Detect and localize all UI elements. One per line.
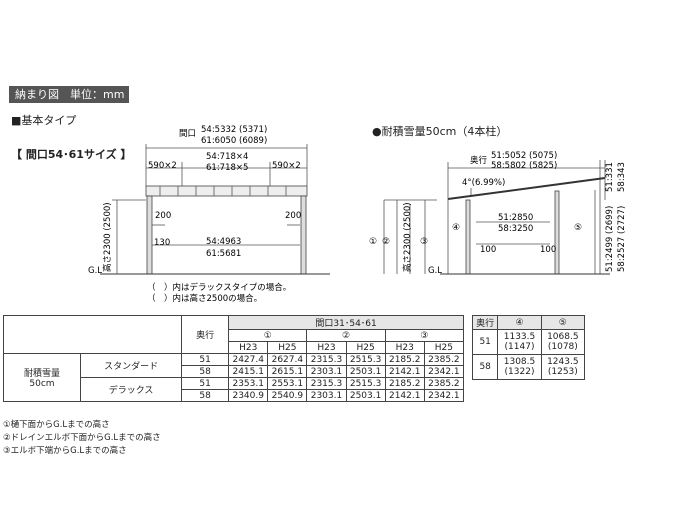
note-deluxe: （ ）内はデラックスタイプの場合。 (147, 282, 291, 293)
table-cell: 2142.1 (384, 389, 425, 402)
table-cell: 2553.1 (267, 377, 308, 390)
frontage-label: 間口 (179, 129, 196, 139)
side-span-right: 590×2 (272, 161, 301, 171)
table-cell: 2385.2 (423, 353, 465, 366)
frontage-54: 54:5332 (5371) (201, 125, 267, 135)
frontage-61: 61:6050 (6089) (201, 136, 267, 146)
depth-label: 奥行 (470, 155, 488, 166)
right-top-58: 58:343 (617, 162, 627, 192)
depth-cell: 51 (181, 353, 230, 366)
type-deluxe: デラックス (79, 377, 183, 402)
table-cell: 2615.1 (267, 365, 308, 378)
subhead: H23 (228, 341, 269, 354)
ground-label-front: G.L (88, 266, 102, 276)
table-cell: 2303.1 (306, 365, 347, 378)
table-cell: 2427.4 (228, 353, 269, 366)
table-cell: 2503.1 (345, 365, 386, 378)
side-depth: 51 (471, 329, 499, 355)
mid-span-54: 54:718×4 (206, 152, 248, 162)
table-cell: 2540.9 (267, 389, 308, 402)
depth-58: 58:5802 (5825) (491, 161, 557, 171)
table-cell: 2315.3 (306, 377, 347, 390)
table-cell: 2342.1 (423, 365, 465, 378)
table-cell: 2340.9 (228, 389, 269, 402)
side-depth: 58 (471, 354, 499, 380)
snow-load-title: ●耐積雪量50cm（4本柱） (372, 125, 508, 138)
subhead: H25 (345, 341, 386, 354)
post-span-61: 61:5681 (206, 249, 241, 259)
side-cell: 1243.5(1253) (540, 354, 586, 380)
side-span-left: 590×2 (148, 161, 177, 171)
dimension-table: 奥行 間口31･54･61 ① ② ③ H23 H25 H23 H25 H23 … (2, 315, 465, 402)
group-3: ③ (384, 329, 465, 342)
side-header-4: ④ (497, 315, 542, 330)
subhead: H23 (306, 341, 347, 354)
header-depth: 奥行 (181, 315, 230, 354)
size-title: 【 間口54･61サイズ 】 (11, 148, 132, 161)
group-2: ② (306, 329, 386, 342)
side-cell: 1133.5(1147) (497, 329, 542, 355)
right-height-51: 51:2499 (2699) (605, 206, 615, 272)
footnote-1: ①樋下面からG.Lまでの高さ (3, 420, 110, 430)
side-header-5: ⑤ (540, 315, 586, 330)
side-cell: 1308.5(1322) (497, 354, 542, 380)
note-height-2500: （ ）内は高さ2500の場合。 (147, 293, 262, 304)
mid-span-61: 61:718×5 (206, 163, 248, 173)
post-span-54: 54:4963 (206, 237, 241, 247)
table-cell: 2185.2 (384, 353, 425, 366)
basic-type-title: ■基本タイプ (11, 114, 77, 127)
right-height-58: 58:2527 (2727) (617, 206, 627, 272)
height-side: 高さ2300 (2500) (402, 202, 413, 272)
table-cell: 2353.1 (228, 377, 269, 390)
type-standard: スタンダード (79, 353, 183, 378)
table-cell: 2515.3 (345, 377, 386, 390)
depth-cell: 58 (181, 365, 230, 378)
gap-200-left: 200 (155, 211, 171, 221)
dim-marker-5: ⑤ (574, 223, 582, 233)
table-cell: 2142.1 (384, 365, 425, 378)
table-cell: 2503.1 (345, 389, 386, 402)
dim-marker-1: ① (369, 237, 377, 247)
table-cell: 2515.3 (345, 353, 386, 366)
drawing: 間口 54:5332 (5371) 61:6050 (6089) 590×2 5… (88, 125, 627, 304)
table-cell: 2303.1 (306, 389, 347, 402)
table-cell: 2342.1 (423, 389, 465, 402)
depth-cell: 51 (181, 377, 230, 390)
gap-200-right: 200 (285, 211, 301, 221)
dim-marker-3: ③ (420, 237, 428, 247)
gap-100-left: 100 (480, 245, 496, 255)
dim-marker-4: ④ (452, 223, 460, 233)
depth-51: 51:5052 (5075) (491, 151, 557, 161)
slope-angle: 4°(6.99%) (462, 178, 505, 188)
group-1: ① (228, 329, 308, 342)
header-frontage: 間口31･54･61 (228, 315, 464, 330)
subhead: H25 (267, 341, 308, 354)
side-header-depth: 奥行 (471, 315, 499, 330)
gap-130: 130 (154, 238, 170, 248)
subhead: H23 (384, 341, 425, 354)
footnote-2: ②ドレインエルボ下面からG.Lまでの高さ (3, 433, 161, 443)
depth-cell: 58 (181, 389, 230, 402)
side-dimension-table: 奥行 ④ ⑤ 51 1133.5(1147) 1068.5(1078) 58 1… (471, 315, 586, 380)
table-cell: 2385.2 (423, 377, 465, 390)
footnote-3: ③エルボ下端からG.Lまでの高さ (3, 446, 127, 456)
inner-span-51: 51:2850 (498, 213, 533, 223)
right-top-51: 51:331 (605, 162, 615, 192)
gap-100-right: 100 (540, 245, 556, 255)
section-header: 納まり図 単位：mm (9, 86, 129, 103)
ground-label-side: G.L (428, 266, 442, 276)
table-cell: 2415.1 (228, 365, 269, 378)
subhead: H25 (423, 341, 465, 354)
table-cell: 2185.2 (384, 377, 425, 390)
table-cell: 2627.4 (267, 353, 308, 366)
height-front: 高さ2300 (2500) (102, 202, 113, 272)
side-cell: 1068.5(1078) (540, 329, 586, 355)
dim-marker-2: ② (382, 237, 390, 247)
table-cell: 2315.3 (306, 353, 347, 366)
inner-span-58: 58:3250 (498, 224, 533, 234)
